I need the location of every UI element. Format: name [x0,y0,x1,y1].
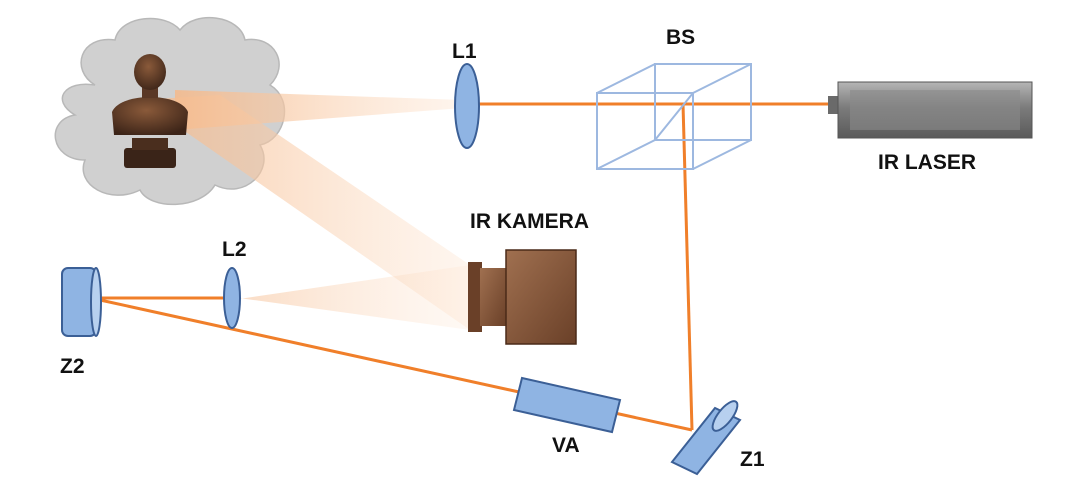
beam-splitter-cube [596,63,752,170]
mirror-z1 [670,400,742,476]
bust-statue-icon [112,54,188,168]
variable-attenuator-va [512,376,622,434]
label-ir-kamera: IR KAMERA [470,210,589,233]
mirror-z2 [61,267,102,337]
label-z2: Z2 [60,355,85,378]
label-bs: BS [666,26,695,49]
label-ir-laser: IR LASER [878,151,976,174]
camera-icon [468,249,577,345]
label-va: VA [552,434,580,457]
lens-l2 [223,267,241,329]
label-z1: Z1 [740,448,765,471]
illumination-cone-to-camera [140,95,470,330]
laser-icon [828,81,1033,139]
beam-bs-to-z1 [681,103,694,431]
label-l2: L2 [222,238,247,261]
lens-l1 [454,63,480,149]
label-l1: L1 [452,40,477,63]
illumination-cone-to-l2 [232,265,470,330]
